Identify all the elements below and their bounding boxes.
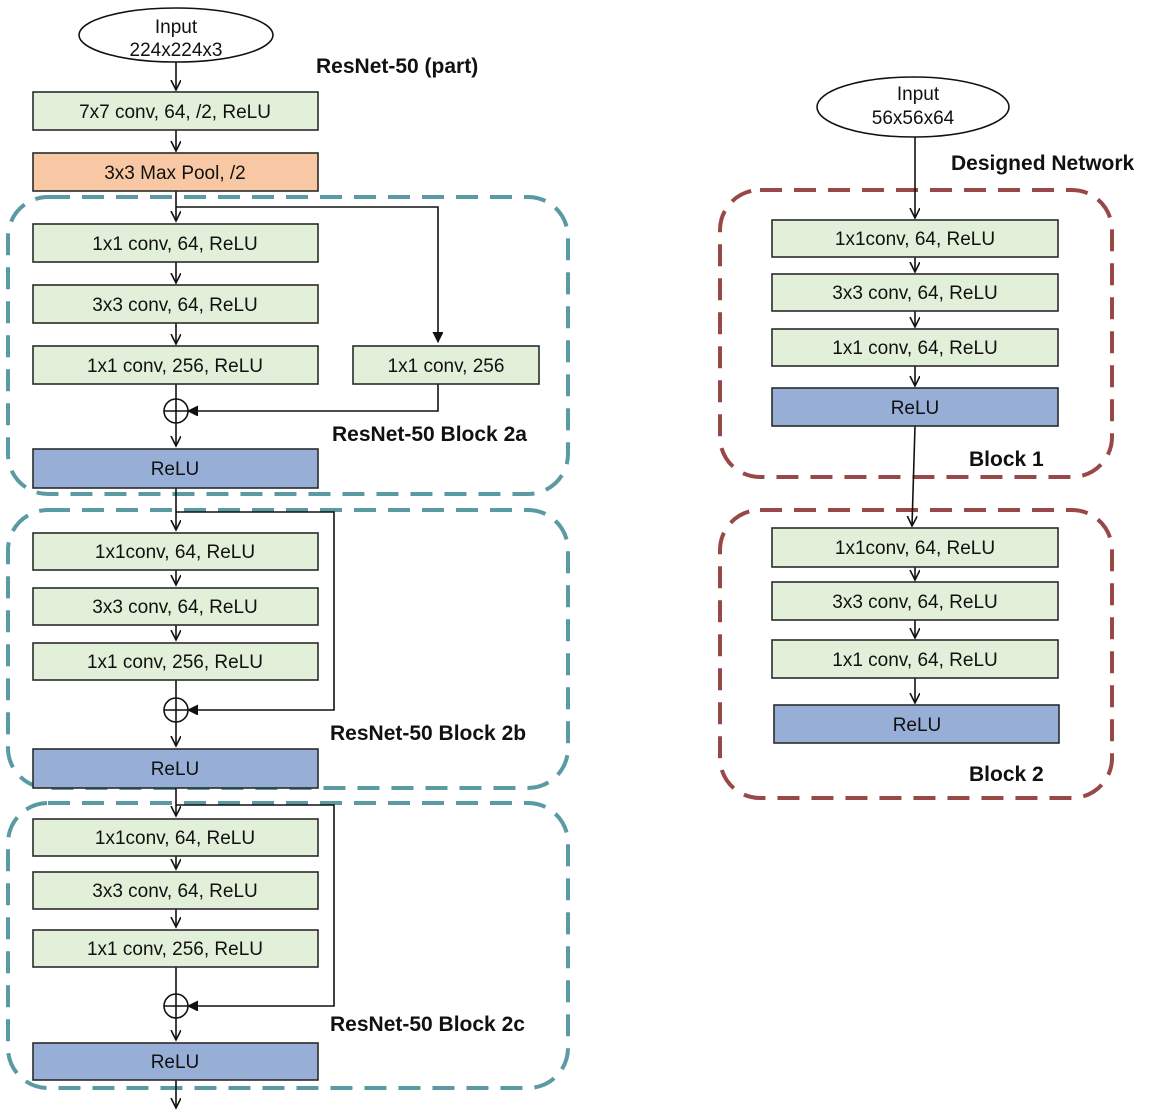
designed-column: Input 56x56x64 Designed Network 1x1conv,… [771, 76, 1135, 786]
block-2a-conv-3: 1x1 conv, 256, ReLU [32, 345, 319, 385]
svg-text:1x1conv, 64, ReLU: 1x1conv, 64, ReLU [95, 828, 255, 849]
svg-text:3x3 conv, 64, ReLU: 3x3 conv, 64, ReLU [832, 592, 997, 613]
block-2a-frame [6, 195, 570, 496]
resnet-title: ResNet-50 (part) [316, 55, 478, 78]
block-1-frame [718, 188, 1114, 479]
designed-block-1-conv-3: 1x1 conv, 64, ReLU [771, 328, 1059, 367]
block-2c-relu: ReLU [32, 1042, 319, 1081]
block-2-frame [718, 508, 1114, 800]
svg-text:ReLU: ReLU [891, 398, 940, 419]
block-2b-frame [6, 508, 570, 790]
block-2b-label: ResNet-50 Block 2b [330, 722, 526, 745]
svg-text:1x1 conv, 64, ReLU: 1x1 conv, 64, ReLU [92, 234, 257, 255]
svg-text:ReLU: ReLU [151, 459, 200, 480]
block-2a-shortcut-conv: 1x1 conv, 256 [352, 345, 540, 385]
svg-text:3x3 conv, 64, ReLU: 3x3 conv, 64, ReLU [92, 295, 257, 316]
designed-title: Designed Network [951, 152, 1135, 175]
resnet-edges [176, 61, 438, 1108]
block-2b-relu: ReLU [32, 748, 319, 789]
svg-text:1x1 conv, 256: 1x1 conv, 256 [388, 356, 505, 377]
svg-text:3x3 conv, 64, ReLU: 3x3 conv, 64, ReLU [92, 597, 257, 618]
designed-input-node: Input 56x56x64 [816, 76, 1010, 138]
designed-block-2-conv-2: 3x3 conv, 64, ReLU [771, 581, 1059, 621]
stem-conv-layer: 7x7 conv, 64, /2, ReLU [32, 91, 319, 131]
designed-block-2-relu: ReLU [773, 704, 1060, 744]
sum-node-2c [163, 993, 189, 1019]
svg-text:3x3 conv, 64, ReLU: 3x3 conv, 64, ReLU [832, 283, 997, 304]
block-2a-relu: ReLU [32, 448, 319, 489]
designed-block-1-conv-1: 1x1conv, 64, ReLU [771, 219, 1059, 258]
block-2a-conv-2: 3x3 conv, 64, ReLU [32, 284, 319, 324]
svg-text:1x1 conv, 256, ReLU: 1x1 conv, 256, ReLU [87, 939, 263, 960]
block-2a-conv-1: 1x1 conv, 64, ReLU [32, 223, 319, 263]
block-2b-conv-1: 1x1conv, 64, ReLU [32, 532, 319, 571]
designed-block-2-label: Block 2 [969, 763, 1044, 786]
designed-block-2-conv-3: 1x1 conv, 64, ReLU [771, 639, 1059, 679]
designed-block-1-relu: ReLU [771, 387, 1059, 427]
designed-input-label: Input [897, 84, 940, 105]
block-2c-label: ResNet-50 Block 2c [330, 1013, 525, 1036]
max-pool-layer: 3x3 Max Pool, /2 [32, 152, 319, 192]
svg-text:1x1conv, 64, ReLU: 1x1conv, 64, ReLU [835, 538, 995, 559]
sum-node-2b [163, 697, 189, 723]
block-2c-conv-3: 1x1 conv, 256, ReLU [32, 929, 319, 968]
svg-text:ReLU: ReLU [151, 759, 200, 780]
svg-text:ReLU: ReLU [151, 1052, 200, 1073]
block-2a-label: ResNet-50 Block 2a [332, 423, 527, 446]
designed-edges [912, 137, 915, 703]
svg-text:3x3 conv, 64, ReLU: 3x3 conv, 64, ReLU [92, 881, 257, 902]
resnet-input-node: Input 224x224x3 [78, 7, 274, 63]
svg-text:1x1conv, 64, ReLU: 1x1conv, 64, ReLU [835, 229, 995, 250]
svg-text:1x1 conv, 64, ReLU: 1x1 conv, 64, ReLU [832, 338, 997, 359]
resnet-input-label: Input [155, 17, 198, 38]
designed-block-1-label: Block 1 [969, 448, 1044, 471]
block-2c-conv-1: 1x1conv, 64, ReLU [32, 818, 319, 857]
svg-text:1x1 conv, 64, ReLU: 1x1 conv, 64, ReLU [832, 650, 997, 671]
svg-text:1x1conv, 64, ReLU: 1x1conv, 64, ReLU [95, 542, 255, 563]
svg-text:3x3 Max Pool, /2: 3x3 Max Pool, /2 [104, 163, 246, 184]
svg-text:ReLU: ReLU [893, 715, 942, 736]
resnet-column: Input 224x224x3 ResNet-50 (part) 7x7 con… [32, 7, 540, 1108]
resnet-input-shape: 224x224x3 [130, 40, 223, 61]
block-2c-conv-2: 3x3 conv, 64, ReLU [32, 871, 319, 910]
designed-block-2-conv-1: 1x1conv, 64, ReLU [771, 527, 1059, 568]
block-2c-frame [6, 801, 570, 1090]
svg-text:7x7 conv, 64, /2, ReLU: 7x7 conv, 64, /2, ReLU [79, 102, 271, 123]
sum-node-2a [163, 398, 189, 424]
block-2b-conv-2: 3x3 conv, 64, ReLU [32, 587, 319, 626]
designed-block-1-conv-2: 3x3 conv, 64, ReLU [771, 273, 1059, 312]
svg-text:1x1 conv, 256, ReLU: 1x1 conv, 256, ReLU [87, 652, 263, 673]
svg-text:1x1 conv, 256, ReLU: 1x1 conv, 256, ReLU [87, 356, 263, 377]
block-2b-conv-3: 1x1 conv, 256, ReLU [32, 642, 319, 681]
designed-input-shape: 56x56x64 [872, 108, 955, 129]
